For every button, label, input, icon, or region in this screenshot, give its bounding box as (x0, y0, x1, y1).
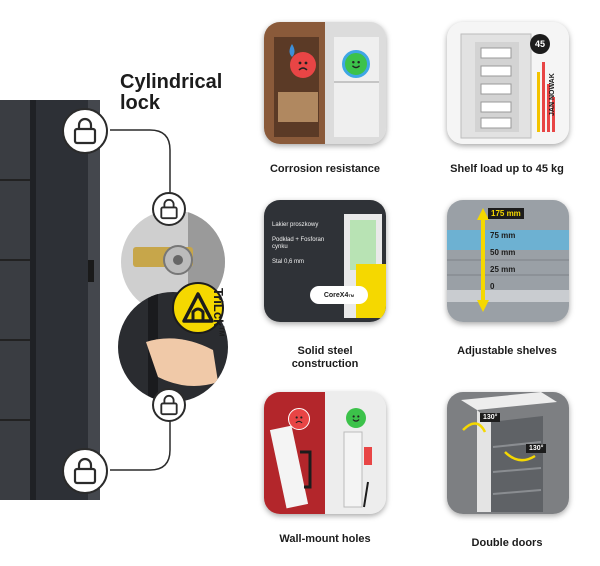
corex4-trademark: TM (348, 292, 355, 298)
mark-175-text: 175 mm (491, 209, 521, 218)
load-badge: 45 (530, 34, 550, 54)
caption-solid-steel-line2: construction (291, 358, 359, 370)
tile-solid-steel (264, 200, 386, 322)
trilock-logo-icon (182, 292, 214, 323)
happy-face-icon (342, 50, 370, 78)
tile-corrosion-resistance (264, 22, 386, 144)
padlock-icon-mid-bottom (152, 388, 186, 422)
mark-75: 75 mm (488, 231, 524, 240)
wall-happy-face-icon (346, 408, 366, 428)
caption-corrosion-resistance: Corrosion resistance (269, 163, 381, 175)
padlock-icon-mid-top (152, 192, 186, 226)
mark-0-text: 0 (490, 282, 495, 291)
jan-nowak-text: JAN NOWAK (549, 73, 556, 116)
mark-50: 50 mm (488, 248, 524, 257)
layer-primer: Podkład + Fosforan cynku (272, 237, 334, 251)
tile-double-doors (447, 392, 569, 514)
mark-25: 25 mm (488, 265, 524, 274)
caption-double-doors: Double doors (471, 537, 543, 549)
sad-face-icon (290, 52, 316, 78)
corex4-text: CoreX4 (323, 291, 349, 299)
trilock-badge (172, 282, 224, 334)
tile-adjustable-shelves (447, 200, 569, 322)
trilock-trademark: TM (217, 326, 225, 337)
mark-175: 175 mm (488, 208, 524, 219)
layer-powder-coat: Lakier proszkowy (272, 222, 334, 229)
lock-title-line1: Cylindrical (120, 71, 223, 93)
door-angle-right-text: 130° (529, 445, 544, 452)
mark-75-text: 75 mm (490, 231, 516, 240)
layer-steel-text: Stal 0,6 mm (272, 259, 305, 265)
layer-steel: Stal 0,6 mm (272, 259, 334, 266)
trilock-brand-text: TriLck (211, 288, 226, 327)
layer-powder-coat-text: Lakier proszkowy (272, 222, 319, 228)
caption-wall-mount: Wall-mount holes (279, 533, 371, 545)
padlock-icon-bottom (62, 448, 108, 494)
shelf-height-marks: 175 mm 75 mm 50 mm 25 mm 0 (488, 208, 524, 291)
mark-50-text: 50 mm (490, 248, 516, 257)
door-angle-right: 130° (526, 444, 547, 453)
caption-shelf-load: Shelf load up to 45 kg (450, 163, 564, 175)
tile-wall-mount (264, 392, 386, 514)
lock-title: Cylindrical lock (120, 72, 250, 114)
lock-title-line2: lock (120, 92, 161, 114)
load-badge-value: 45 (534, 39, 545, 49)
caption-adjustable-shelves: Adjustable shelves (457, 345, 557, 357)
trilock-brand-label: TriLckTM (211, 288, 226, 336)
cabinet-illustration (0, 100, 100, 500)
caption-solid-steel: Solid steel construction (240, 345, 410, 371)
layer-primer-text: Podkład + Fosforan cynku (272, 237, 325, 250)
padlock-icon-top (62, 108, 108, 154)
steel-layer-list: Lakier proszkowy Podkład + Fosforan cynk… (272, 222, 334, 266)
door-angle-left-text: 130° (483, 414, 498, 421)
mark-25-text: 25 mm (490, 265, 516, 274)
door-angle-left: 130° (480, 413, 501, 422)
wall-sad-face-icon (288, 408, 310, 430)
jan-nowak-label: JAN NOWAK (549, 73, 556, 116)
caption-solid-steel-line1: Solid steel (297, 345, 353, 357)
mark-0: 0 (488, 282, 524, 291)
